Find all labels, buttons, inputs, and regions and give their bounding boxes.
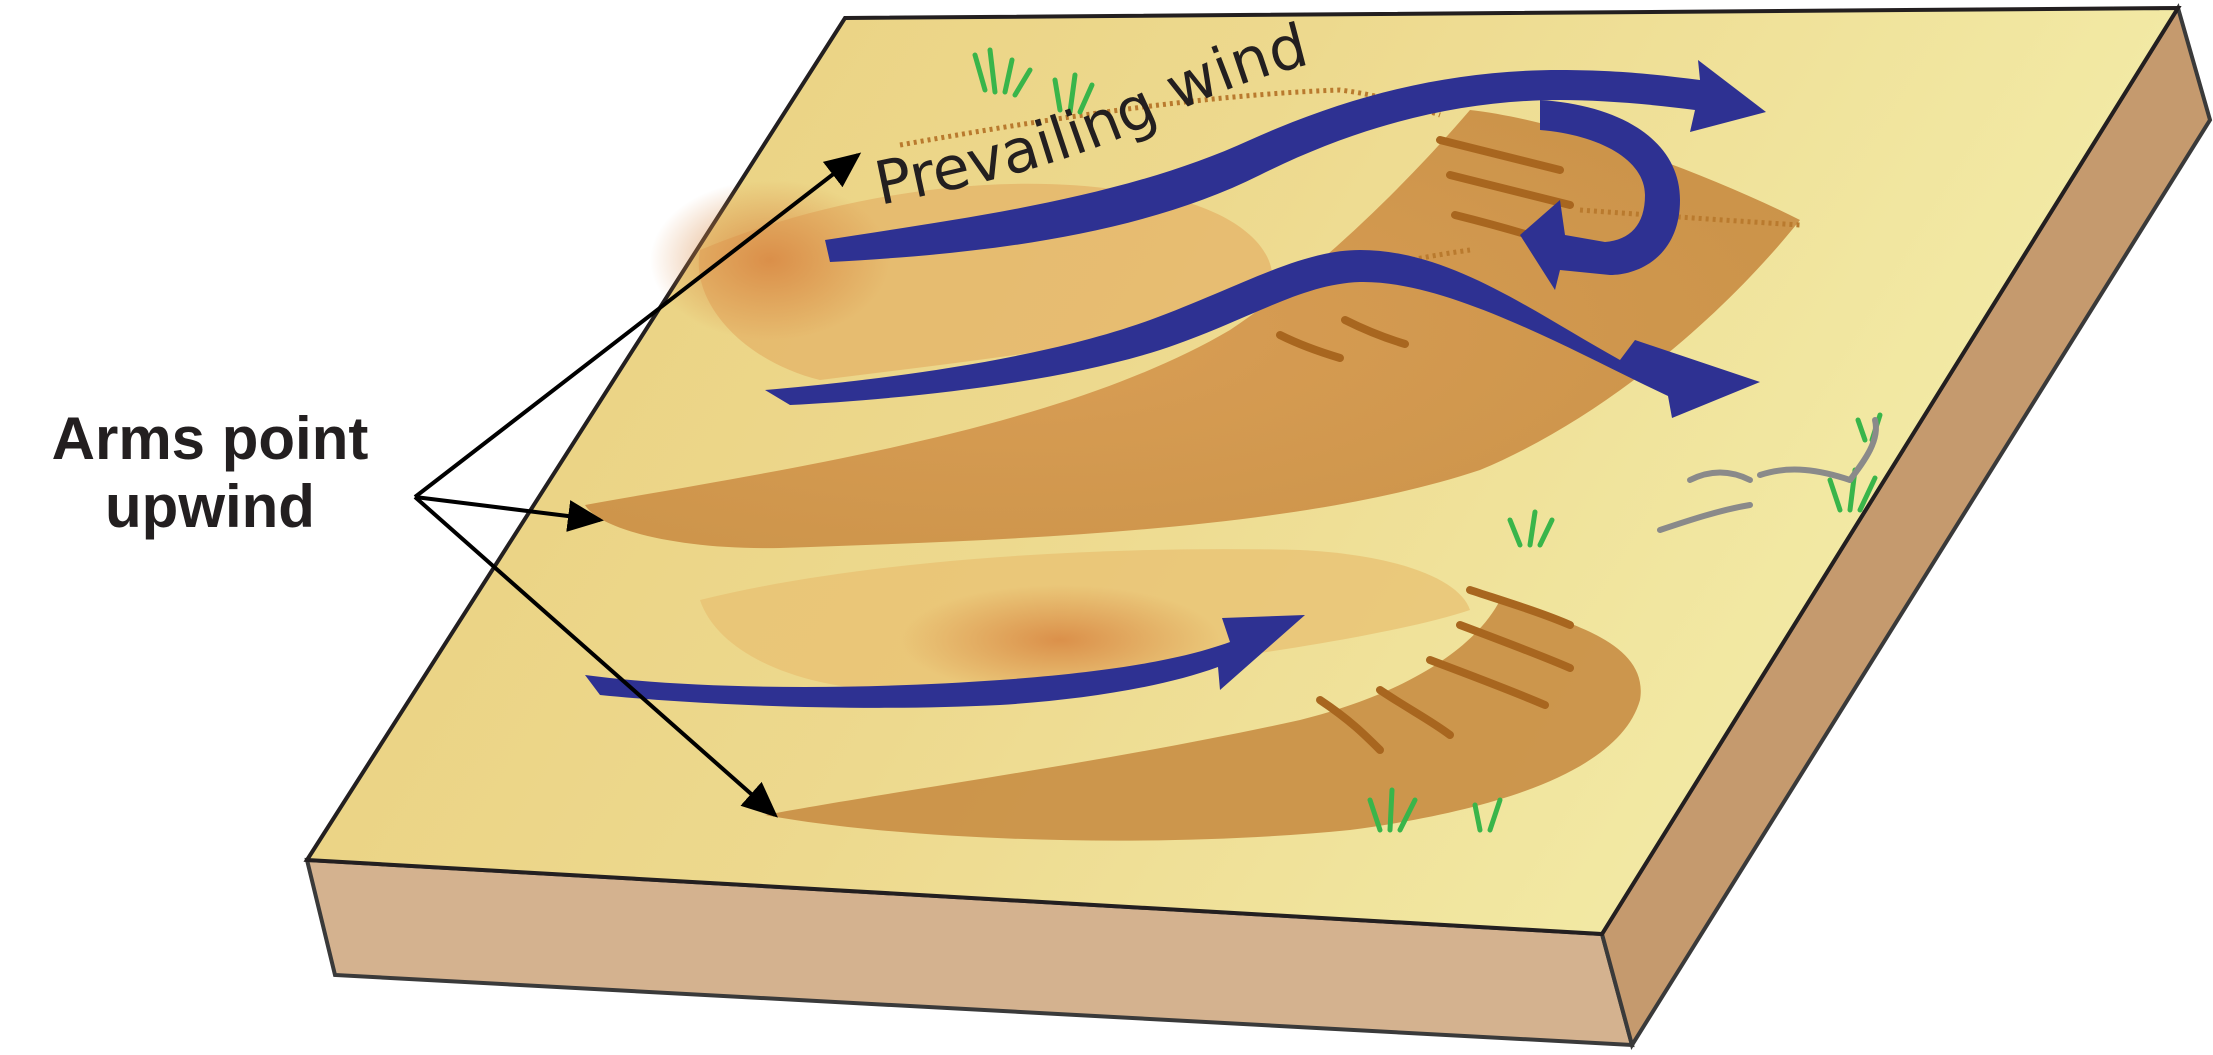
arms-point-upwind-label: Arms point upwind: [10, 405, 410, 541]
label-line-1: Arms point: [10, 405, 410, 473]
label-line-2: upwind: [10, 473, 410, 541]
